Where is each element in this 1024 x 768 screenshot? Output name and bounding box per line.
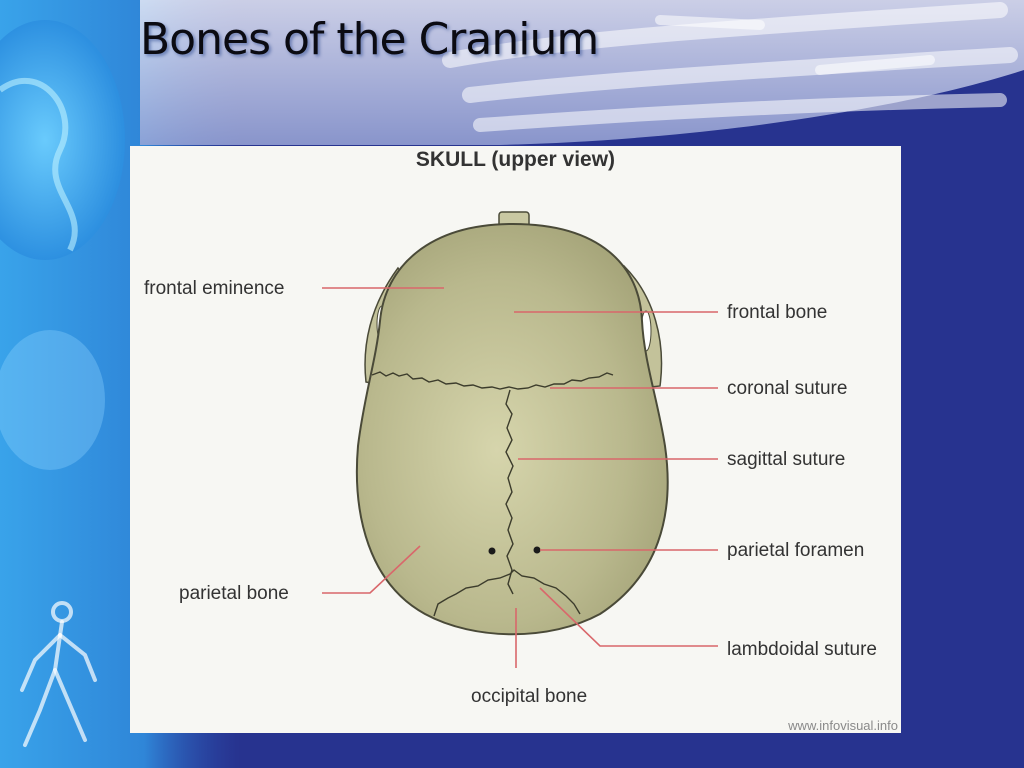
label-parietal-bone: parietal bone [179, 583, 289, 604]
label-frontal-eminence: frontal eminence [144, 278, 285, 299]
label-sagittal-suture: sagittal suture [727, 449, 846, 470]
parietal-foramen-right [533, 546, 541, 554]
leader-lines [322, 287, 718, 668]
lambdoidal-suture [433, 569, 581, 617]
label-lambdoidal-suture: lambdoidal suture [727, 639, 877, 660]
watermark: www.infovisual.info [788, 718, 898, 733]
slide-title: Bones of the Cranium [140, 14, 599, 65]
figure-title: SKULL (upper view) [415, 148, 616, 171]
label-occipital-bone: occipital bone [471, 686, 588, 707]
label-frontal-bone: frontal bone [727, 302, 828, 323]
skull-diagram [322, 211, 718, 668]
parietal-foramen-left [488, 547, 496, 555]
skull-outline [355, 222, 669, 636]
coronal-suture [371, 371, 614, 390]
sagittal-suture [505, 389, 514, 595]
label-parietal-foramen: parietal foramen [727, 540, 865, 561]
skull-figure: SKULL (upper view) frontal eminence fron… [130, 146, 901, 733]
label-coronal-suture: coronal suture [727, 378, 848, 399]
